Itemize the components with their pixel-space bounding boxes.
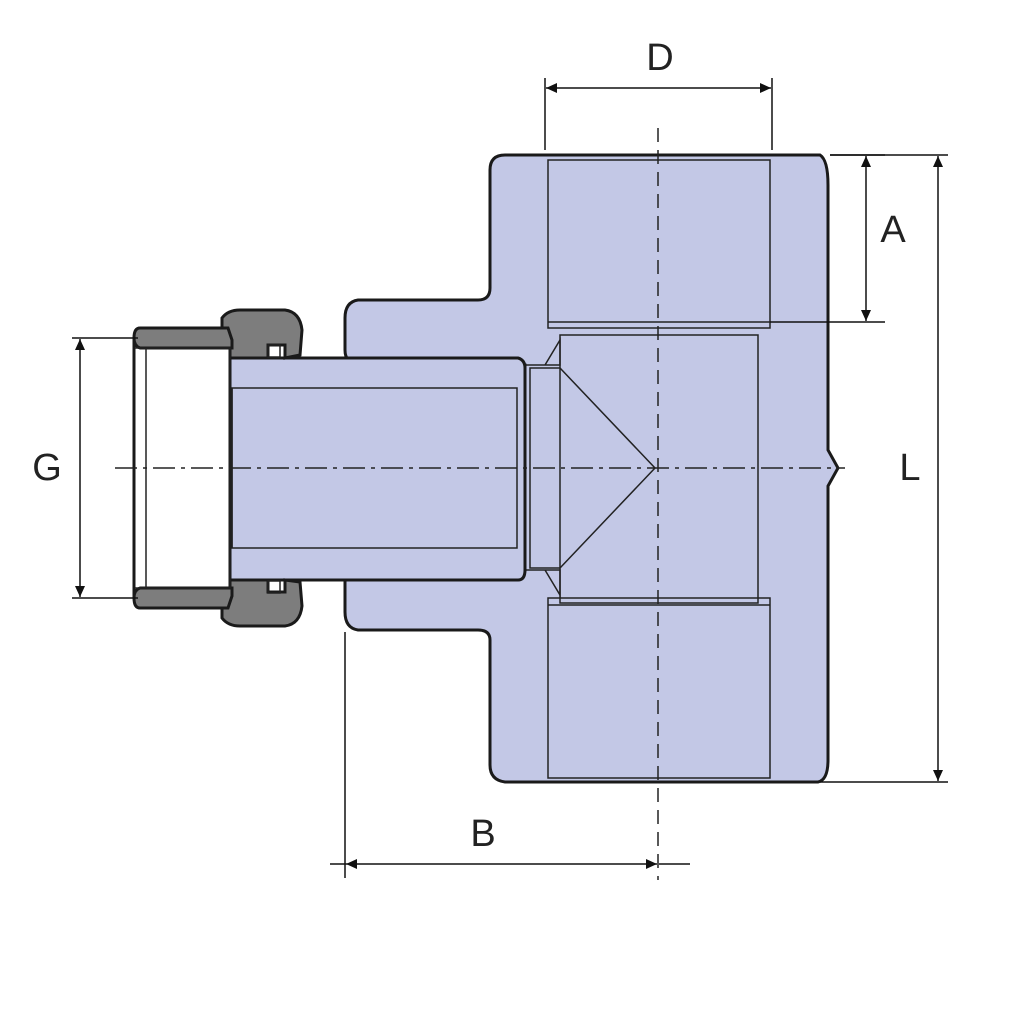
label-b: B (470, 813, 495, 855)
side-hub-shoulder-top (525, 337, 561, 366)
nut-bottom (220, 578, 304, 628)
lower-socket-bore (547, 597, 771, 779)
dimension-g: G (32, 337, 138, 599)
label-l: L (899, 447, 920, 489)
insert-sleeve-outline (228, 356, 527, 582)
dimension-l: L (820, 154, 948, 783)
nut-notch-bottom (267, 580, 281, 594)
threaded-insert (228, 356, 527, 582)
label-a: A (880, 209, 906, 251)
union-nut (220, 308, 304, 628)
thread-collar-top (132, 326, 234, 350)
nut-notch-top (267, 344, 281, 358)
nut-top (220, 308, 304, 360)
label-d: D (646, 37, 673, 79)
drill-cone (529, 367, 657, 569)
dimension-d: D (544, 37, 773, 150)
central-chamber (559, 334, 759, 604)
dimension-b: B (330, 632, 690, 878)
upper-socket-bore (547, 159, 771, 329)
side-hub-shoulder-bottom (525, 569, 561, 598)
center-lines (115, 128, 845, 880)
thread-collar-bottom (132, 586, 234, 610)
label-g: G (32, 447, 62, 489)
